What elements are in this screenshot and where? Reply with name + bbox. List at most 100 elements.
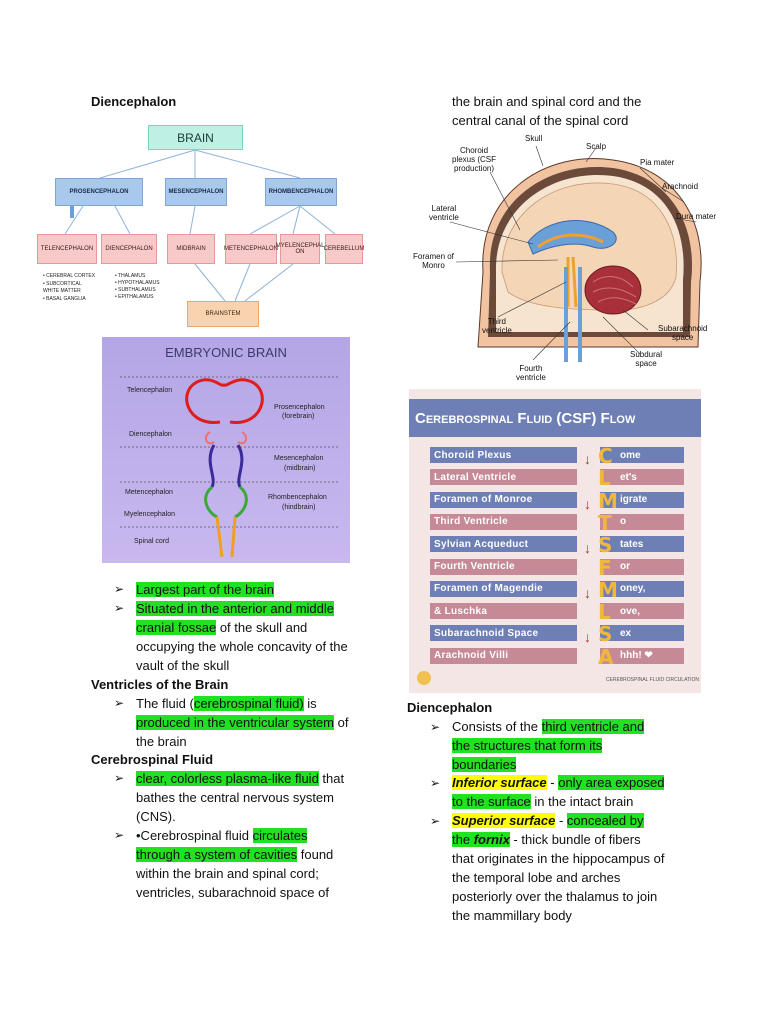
continuation-text: the brain and spinal cord and the centra… — [452, 94, 642, 128]
csf-mnemonic-letter: M — [598, 577, 618, 602]
down-arrow-icon: ↓ — [584, 584, 591, 601]
label-mesencephalon: Mesencephalon — [274, 455, 324, 462]
embryonic-title: EMBRYONIC BRAIN — [165, 345, 287, 360]
csf-mnemonic-word: igrate — [600, 491, 684, 508]
dien-item: • HYPOTHALAMUS — [115, 280, 160, 286]
down-arrow-icon: ↓ — [584, 629, 591, 646]
label-telencephalon: Telencephalon — [127, 387, 173, 394]
csf-mnemonic-word: or — [600, 558, 684, 575]
csf-step-label: Fourth Ventricle — [430, 558, 577, 575]
prosencephalon-box: PROSENCEPHALON — [55, 178, 143, 206]
tel-item: • SUBCORTICAL WHITE MATTER — [43, 281, 82, 294]
csf-step-label: Choroid Plexus — [430, 447, 577, 463]
csf-step-label: Foramen of Magendie — [430, 580, 577, 597]
bullet-arrow: ➢ — [430, 814, 441, 828]
dien-bullet-2: Inferior surface - only area exposed to … — [452, 775, 665, 809]
ventricles-bullet: The fluid (cerebrospinal fluid) is produ… — [136, 696, 349, 749]
csf-mnemonic-letter: T — [598, 510, 612, 535]
csf-mnemonic-letter: C — [598, 444, 613, 468]
csf-mnemonic-word: hhh! ❤ — [600, 647, 684, 664]
csf-mnemonic-letter: L — [598, 600, 611, 625]
brain-root-box: BRAIN — [148, 125, 243, 150]
csf-bullet-2: •Cerebrospinal fluid circulates through … — [136, 828, 334, 900]
csf-bullet-1: clear, colorless plasma-like fluid that … — [136, 771, 345, 824]
embryonic-brain-figure: EMBRYONIC BRAIN Telencephalon Diencephal… — [102, 337, 350, 563]
label-diencephalon: Diencephalon — [129, 431, 172, 438]
csf-step-label: Third Ventricle — [430, 513, 577, 530]
label-scalp: Scalp — [586, 142, 607, 151]
telencephalon-box: TELENCEPHALON — [37, 234, 97, 264]
label-myelencephalon: Myelencephalon — [124, 511, 175, 518]
bullet-arrow: ➢ — [114, 696, 125, 710]
csf-mnemonic-word: oney, — [600, 580, 684, 597]
diagram-connectors — [64, 149, 336, 302]
label-prosencephalon: Prosencephalon — [274, 404, 325, 411]
down-arrow-icon: ↓ — [584, 540, 591, 557]
csf-flow-footer: CEREBROSPINAL FLUID CIRCULATION — [605, 677, 699, 683]
tel-item: • BASAL GANGLIA — [43, 296, 86, 302]
csf-mnemonic-word: ove, — [600, 603, 684, 620]
dien-bullet-1: Consists of the third ventricle and the … — [452, 719, 645, 772]
csf-flow-title: Cerebrospinal Fluid (CSF) Flow — [409, 399, 701, 437]
brainstem-box: BRAINSTEM — [187, 301, 259, 327]
sun-logo-icon — [417, 671, 431, 685]
down-arrow-icon: ↓ — [584, 495, 591, 512]
bullet-largest-part: Largest part of the brain — [136, 582, 275, 597]
csf-step-label: Foramen of Monroe — [430, 491, 577, 508]
myelencephalon-box: MYELENCEPHAL ON — [276, 234, 324, 264]
dien-item: • THALAMUS — [115, 273, 146, 279]
csf-step-label: Subarachnoid Space — [430, 625, 577, 642]
bullet-arrow: ➢ — [430, 776, 441, 790]
label-rhombencephalon: Rhombencephalon — [268, 494, 327, 501]
rhombencephalon-box: RHOMBENCEPHALON — [265, 178, 337, 206]
label-hindbrain: (hindbrain) — [282, 504, 316, 511]
csf-mnemonic-word: ex — [600, 625, 684, 642]
label-pia-mater: Pia mater — [640, 158, 675, 167]
csf-mnemonic-word: o — [600, 513, 684, 530]
csf-mnemonic-word: ome — [600, 447, 684, 463]
dien-item: • EPITHALAMUS — [115, 294, 154, 300]
csf-mnemonic-letter: S — [598, 622, 613, 647]
dien-bullet-3: Superior surface - concealed by the forn… — [452, 813, 665, 923]
bullet-arrow: ➢ — [114, 582, 125, 596]
midbrain-box: MIDBRAIN — [167, 234, 215, 264]
diencephalon-heading-right: Diencephalon — [407, 700, 493, 715]
csf-step-label: Lateral Ventricle — [430, 469, 577, 486]
label-midbrain: (midbrain) — [284, 465, 316, 472]
tel-item: • CEREBRAL CORTEX — [43, 273, 96, 279]
csf-mnemonic-letter: F — [598, 555, 612, 580]
csf-mnemonic-letter: S — [598, 533, 613, 558]
bullet-arrow: ➢ — [114, 771, 125, 785]
brain-hierarchy-diagram: BRAIN PROSENCEPHALON MESENCEPHALON RHOMB… — [35, 116, 365, 336]
dien-item: • SUBTHALAMUS — [115, 287, 156, 293]
bullet-situated: Situated in the anterior and middle cran… — [136, 601, 348, 673]
bullet-arrow: ➢ — [114, 828, 125, 842]
diencephalon-heading-left: Diencephalon — [91, 94, 177, 109]
csf-flow-row: Foramen of Magendie oney,M ↓ — [430, 578, 684, 602]
embryonic-drawing — [120, 376, 340, 558]
cerebellum-box: CEREBELLUM — [324, 234, 364, 264]
csf-mnemonic-word: et's — [600, 469, 684, 486]
down-arrow-icon: ↓ — [584, 451, 591, 467]
csf-mnemonic-letter: A — [598, 644, 614, 669]
mesencephalon-box: MESENCEPHALON — [165, 178, 227, 206]
bullet-arrow: ➢ — [114, 601, 125, 615]
csf-mnemonic-letter: M — [598, 488, 618, 513]
label-skull: Skull — [525, 134, 543, 143]
csf-mnemonic-letter: L — [598, 466, 611, 491]
ventricles-heading: Ventricles of the Brain — [91, 677, 229, 692]
label-spinal-cord: Spinal cord — [134, 538, 170, 545]
label-forebrain: (forebrain) — [282, 413, 315, 420]
